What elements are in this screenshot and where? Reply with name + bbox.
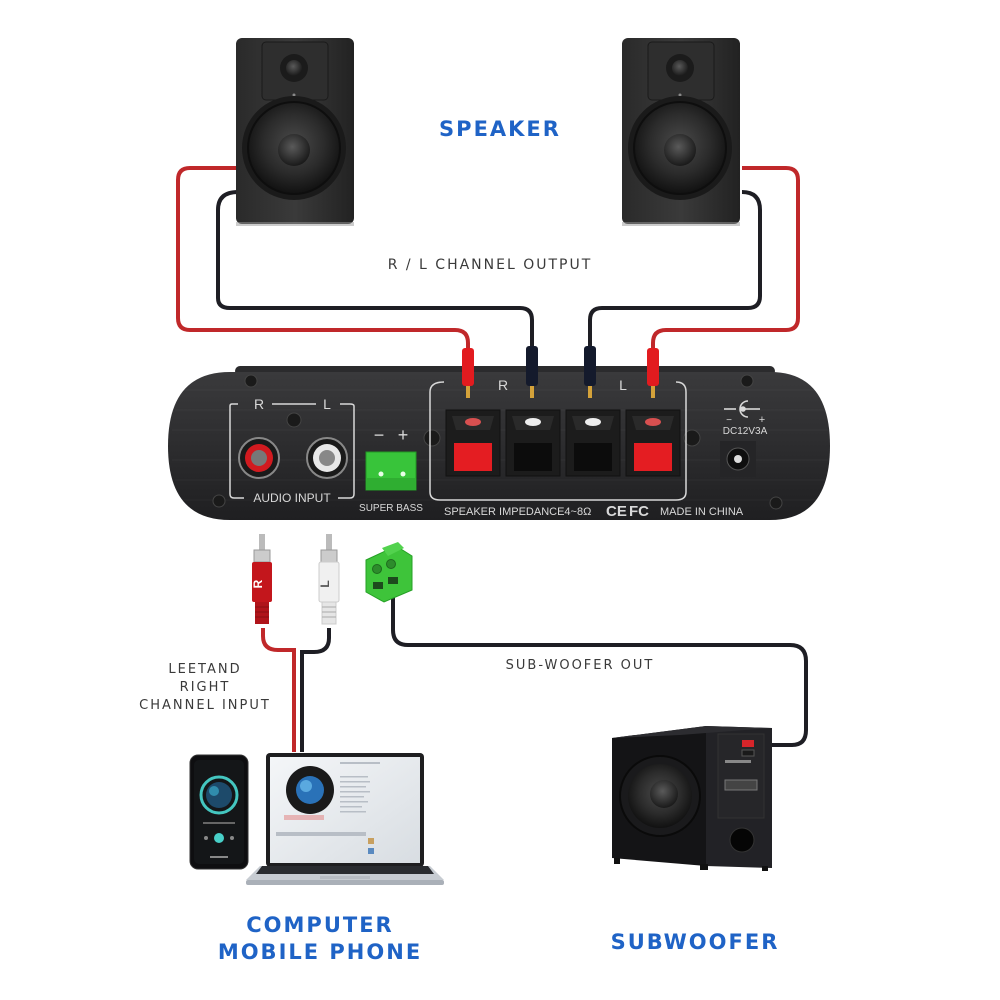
rca-plug-white: L [318,534,340,625]
source-devices-title: COMPUTER MOBILE PHONE [210,912,430,966]
rca-red-plug-label: R [251,579,265,588]
mobile-phone [189,754,249,870]
power-polarity-plus: + [759,414,765,426]
speaker-r-label: R [498,377,508,393]
amplifier: R L AUDIO INPUT − + SUPER BASS R L SPEAK… [168,346,830,520]
power-rating-label: DC12V3A [723,426,768,437]
laptop [246,753,444,885]
input-channel-label-line2: RIGHT [179,680,231,695]
subwoofer-terminal-plug [365,542,413,603]
input-channel-label: LEETAND RIGHT CHANNEL INPUT [130,661,280,715]
rca-input-right-jack [238,437,280,479]
subwoofer [612,726,772,871]
subwoofer-title: SUBWOOFER [610,930,780,954]
dc-polarity-icon [724,400,760,418]
speaker-terminal-l-plus [625,409,681,477]
rca-red-cable [261,628,296,752]
screw-icon [212,494,226,508]
input-channel-label-line3: CHANNEL INPUT [139,698,271,713]
rca-input-left-jack [306,437,348,479]
speaker-impedance-label: SPEAKER IMPEDANCE4~8Ω [444,506,591,518]
audio-input-r-label: R [254,396,264,412]
super-bass-plus: + [398,425,409,445]
power-jack [720,441,756,477]
screw-icon [423,429,441,447]
input-channel-label-line1: LEETAND [168,662,242,677]
banana-plug-black-l [584,346,596,398]
left-speaker-black-wire [216,190,534,348]
screw-icon [244,374,258,388]
speaker-terminal-r-plus [445,409,501,477]
screw-icon [286,412,302,428]
rl-channel-output-label: R / L CHANNEL OUTPUT [387,257,593,273]
speaker-title: SPEAKER [439,117,561,141]
screw-icon [740,374,754,388]
subwoofer-cable [391,595,808,747]
super-bass-label: SUPER BASS [359,503,423,514]
right-speaker-red-wire [651,166,800,352]
super-bass-terminal [365,451,417,491]
speaker-l-label: L [619,377,627,393]
banana-plug-red-r [462,348,474,398]
fc-mark: FC [629,503,649,520]
speaker-terminal-l-minus [565,409,621,477]
made-in-label: MADE IN CHINA [660,506,744,518]
subwoofer-out-label: SUB-WOOFER OUT [505,658,655,673]
mobile-phone-title: MOBILE PHONE [217,940,423,964]
speaker-terminal-r-minus [505,409,561,477]
ce-mark: CE [606,503,627,520]
computer-title: COMPUTER [246,913,394,937]
super-bass-minus: − [374,425,385,445]
rca-plug-red: R [251,534,272,624]
screw-icon [683,429,701,447]
screw-icon [769,496,783,510]
rca-white-plug-label: L [318,580,332,587]
right-speaker-black-wire [588,190,762,348]
audio-input-label: AUDIO INPUT [253,491,331,505]
audio-input-l-label: L [323,396,331,412]
left-speaker-red-wire [176,166,470,352]
banana-plug-red-l [647,348,659,398]
left-speaker [236,38,354,226]
right-speaker [622,38,740,226]
power-polarity-minus: − [726,415,732,426]
rca-white-cable [300,628,331,752]
banana-plug-black-r [526,346,538,398]
